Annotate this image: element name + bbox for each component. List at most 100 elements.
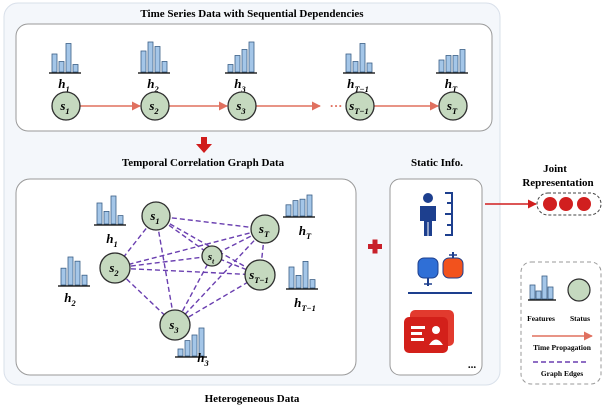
joint-label-line1: Joint [543, 163, 567, 175]
time-status-node [51, 91, 81, 121]
time-feature-label: h1 [58, 76, 69, 94]
feature-bar [177, 348, 184, 357]
feature-bar [299, 198, 306, 217]
feature-bar [191, 334, 198, 357]
time-features-bars [225, 41, 257, 74]
time-node-label: s3 [235, 98, 245, 116]
feature-bar [227, 64, 234, 73]
graph-edge [174, 228, 266, 326]
feature-bar [110, 195, 117, 225]
graph-status-node [141, 201, 171, 231]
graph-edge [155, 215, 261, 276]
graph-title: Temporal Correlation Graph Data [122, 157, 285, 169]
legend-features-icon [528, 275, 556, 301]
feature-bar [81, 274, 88, 286]
graph-status-node [201, 245, 223, 267]
feature-bar [140, 50, 147, 73]
joint-label-line2: Representation [522, 177, 593, 189]
time-node-label: s1 [59, 98, 69, 116]
feature-bar [438, 59, 445, 73]
feature-bar [288, 266, 295, 289]
feature-bar [241, 49, 248, 73]
legend-graph-label: Graph Edges [541, 369, 583, 378]
feature-bar [96, 202, 103, 225]
graph-node-label: st [207, 251, 215, 265]
feature-bar [72, 64, 79, 73]
feature-bar [366, 62, 373, 73]
feature-bar [198, 327, 205, 357]
joint-dot-3 [577, 197, 591, 211]
time-features-bars [138, 41, 170, 74]
graph-features-bars [283, 194, 315, 218]
feature-bar [445, 55, 452, 73]
graph-node-label: s3 [168, 317, 178, 335]
static-more-ellipsis: ... [468, 359, 477, 371]
time-status-node [438, 91, 468, 121]
feature-bar [74, 260, 81, 286]
feature-bar [345, 53, 352, 73]
feature-bar [285, 204, 292, 217]
graph-feature-label: h1 [106, 231, 117, 249]
time-series-title: Time Series Data with Sequential Depende… [140, 8, 364, 20]
feature-bar [58, 61, 65, 73]
legend-time-label: Time Propagation [533, 343, 592, 352]
feature-bar [117, 215, 124, 225]
graph-node-label: sT−1 [248, 267, 269, 285]
feature-bar [154, 46, 161, 73]
time-series-panel [15, 23, 493, 132]
graph-feature-label: hT [299, 223, 312, 241]
graph-feature-label: h3 [197, 350, 208, 368]
graph-status-node [159, 309, 191, 341]
graph-feature-label: hT−1 [294, 295, 316, 313]
time-features-bars [49, 43, 81, 74]
toggle-attributes-icon [408, 252, 472, 294]
time-status-node [227, 91, 257, 121]
id-card-icon [404, 310, 454, 353]
feature-bar [184, 340, 191, 357]
graph-status-node [99, 252, 131, 284]
graph-node-label: s1 [149, 208, 159, 226]
feature-bar [352, 61, 359, 73]
feature-bar [452, 55, 459, 73]
time-node-label: sT [446, 98, 458, 116]
feature-bar [302, 260, 309, 289]
feature-bar [359, 43, 366, 73]
feature-bar [60, 267, 67, 286]
graph-features-bars [94, 195, 126, 226]
feature-bar [306, 194, 313, 217]
time-status-node [140, 91, 170, 121]
graph-status-node [250, 214, 280, 244]
feature-bar [147, 41, 154, 73]
heterogeneous-data-title: Heterogeneous Data [205, 393, 300, 405]
graph-edge [114, 228, 266, 269]
graph-feature-label: h2 [64, 290, 76, 308]
graph-features-bars [58, 256, 90, 287]
feature-bar [295, 274, 302, 289]
graph-edge [174, 274, 261, 326]
graph-edge [155, 215, 176, 326]
graph-features-bars [175, 327, 207, 358]
graph-features-bars [286, 260, 318, 290]
legend-box [520, 261, 602, 385]
person-height-icon [420, 192, 453, 236]
time-feature-label: h3 [234, 76, 245, 94]
feature-bar [292, 200, 299, 217]
graph-edge [114, 267, 261, 276]
joint-dot-2 [559, 197, 573, 211]
graph-node-label: sT [258, 221, 270, 239]
feature-bar [161, 61, 168, 73]
time-node-label: s2 [148, 98, 159, 116]
legend-status-label: Status [570, 314, 590, 323]
time-node-label: sT−1 [348, 98, 369, 116]
time-features-bars [343, 43, 375, 74]
static-info-title: Static Info. [411, 157, 463, 169]
feature-bar [459, 49, 466, 73]
feature-bar [65, 43, 72, 73]
graph-status-node [244, 259, 276, 291]
plus-icon [368, 239, 382, 254]
time-feature-label: h2 [147, 76, 159, 94]
graph-edge [114, 255, 213, 269]
time-ellipsis: ··· [329, 98, 342, 113]
